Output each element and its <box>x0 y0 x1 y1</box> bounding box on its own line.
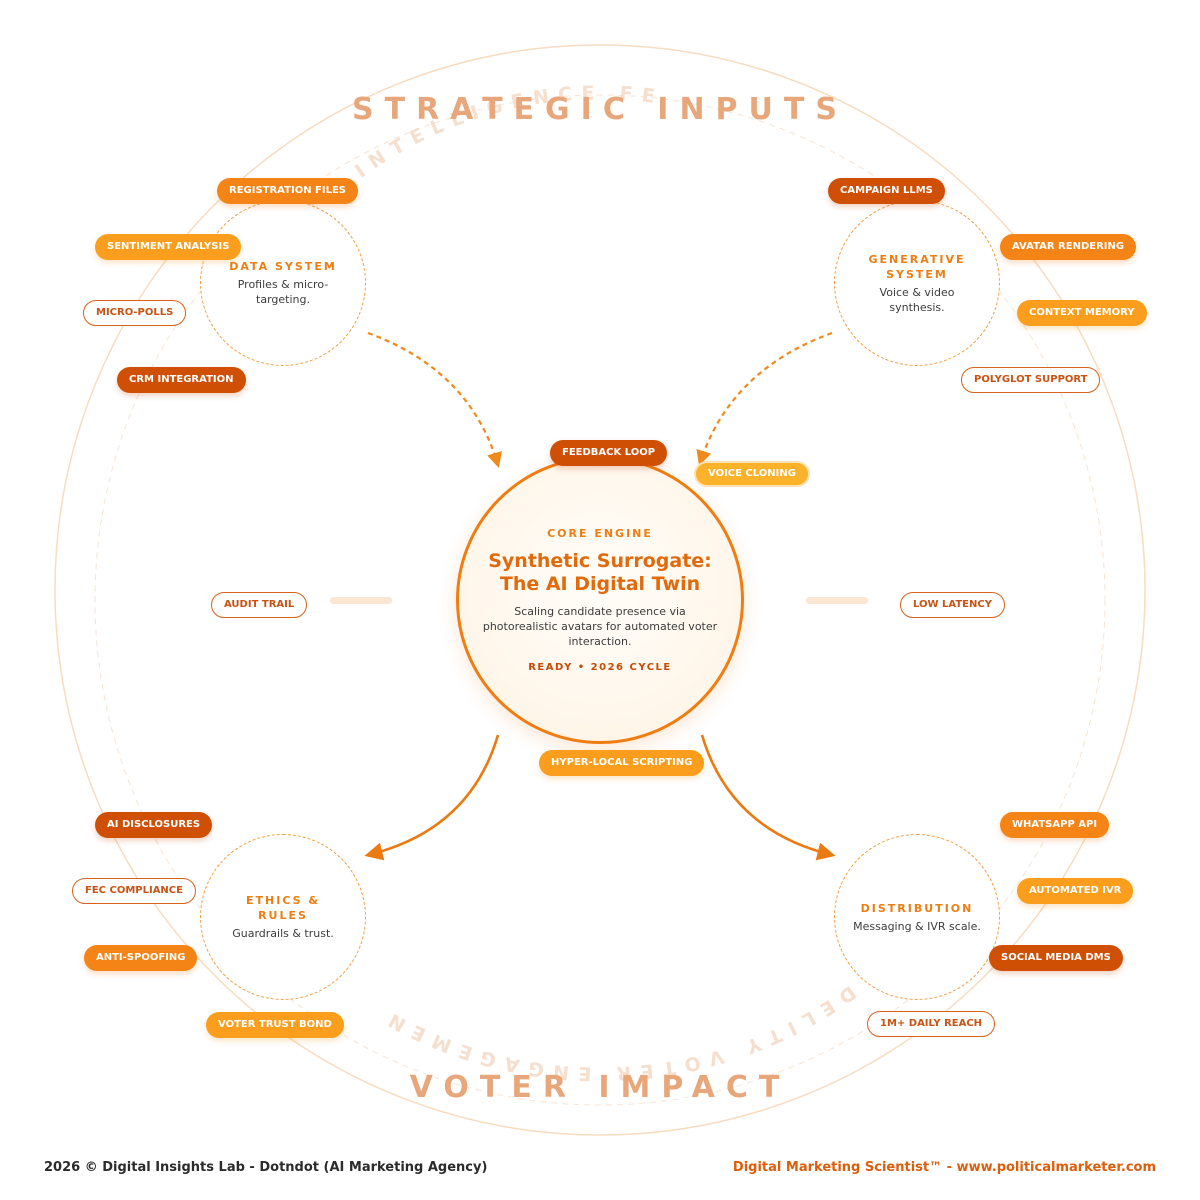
tag-crm-integration: CRM INTEGRATION <box>117 367 246 393</box>
heading-strategic-inputs: STRATEGIC INPUTS <box>352 92 848 127</box>
node-generative-system: GENERATIVE SYSTEM Voice & video synthesi… <box>834 200 1000 366</box>
outer-ring <box>54 44 1146 1136</box>
tag-registration-files: REGISTRATION FILES <box>217 178 358 204</box>
tag-whatsapp-api: WHATSAPP API <box>1000 812 1110 838</box>
tag-daily-reach: 1M+ DAILY REACH <box>867 1011 996 1037</box>
tag-low-latency: LOW LATENCY <box>900 592 1005 618</box>
core-title: Synthetic Surrogate: The AI Digital Twin <box>475 550 725 596</box>
core-eyebrow: CORE ENGINE <box>547 527 653 540</box>
tag-anti-spoofing: ANTI-SPOOFING <box>84 945 198 971</box>
tag-social-media-dms: SOCIAL MEDIA DMS <box>989 945 1123 971</box>
node-title: DISTRIBUTION <box>860 901 974 915</box>
footer-copyright: 2026 © Digital Insights Lab - Dotndot (A… <box>44 1160 488 1175</box>
core-engine: CORE ENGINE Synthetic Surrogate: The AI … <box>456 456 744 744</box>
tag-polyglot-support: POLYGLOT SUPPORT <box>961 367 1101 393</box>
footer-site-link[interactable]: Digital Marketing Scientist™ - www.polit… <box>732 1160 1156 1175</box>
tag-fec-compliance: FEC COMPLIANCE <box>72 878 196 904</box>
tag-campaign-llms: CAMPAIGN LLMS <box>828 178 945 204</box>
core-description: Scaling candidate presence via photoreal… <box>482 605 718 648</box>
heading-voter-impact: VOTER IMPACT <box>409 1070 791 1105</box>
node-title: GENERATIVE SYSTEM <box>868 252 966 281</box>
tag-voter-trust-bond: VOTER TRUST BOND <box>206 1012 344 1038</box>
tag-voice-cloning: VOICE CLONING <box>694 461 810 487</box>
arrow-generative-to-core <box>696 331 833 466</box>
node-data-system: DATA SYSTEM Profiles & micro-targeting. <box>200 200 366 366</box>
arrow-core-to-distribution <box>700 734 836 861</box>
core-title-line1: Synthetic Surrogate: <box>488 550 712 572</box>
tag-micro-polls: MICRO-POLLS <box>83 300 187 326</box>
core-title-line2: The AI Digital Twin <box>499 573 701 595</box>
inner-dashed-ring <box>94 94 1106 1106</box>
arrow-core-to-ethics <box>364 734 500 861</box>
node-title: ETHICS & RULES <box>246 894 320 922</box>
core-status: READY • 2026 CYCLE <box>528 662 672 673</box>
node-description: Messaging & IVR scale. <box>853 919 981 933</box>
arrow-data-to-core <box>367 331 502 468</box>
tag-avatar-rendering: AVATAR RENDERING <box>1000 234 1137 260</box>
tag-context-memory: CONTEXT MEMORY <box>1017 300 1147 326</box>
tag-sentiment-analysis: SENTIMENT ANALYSIS <box>95 234 242 260</box>
left-connector-bar <box>330 597 392 604</box>
tag-automated-ivr: AUTOMATED IVR <box>1017 878 1134 904</box>
tag-ai-disclosures: AI DISCLOSURES <box>95 812 213 838</box>
node-distribution: DISTRIBUTION Messaging & IVR scale. <box>834 834 1000 1000</box>
node-description: Profiles & micro-targeting. <box>237 278 329 306</box>
node-title: DATA SYSTEM <box>229 260 337 273</box>
node-ethics-rules: ETHICS & RULES Guardrails & trust. <box>200 834 366 1000</box>
right-connector-bar <box>806 597 868 604</box>
tag-hyper-local-scripting: HYPER-LOCAL SCRIPTING <box>539 750 705 776</box>
tag-audit-trail: AUDIT TRAIL <box>211 592 308 618</box>
node-description: Voice & video synthesis. <box>879 285 955 314</box>
node-description: Guardrails & trust. <box>232 927 334 940</box>
tag-feedback-loop: FEEDBACK LOOP <box>550 440 668 466</box>
